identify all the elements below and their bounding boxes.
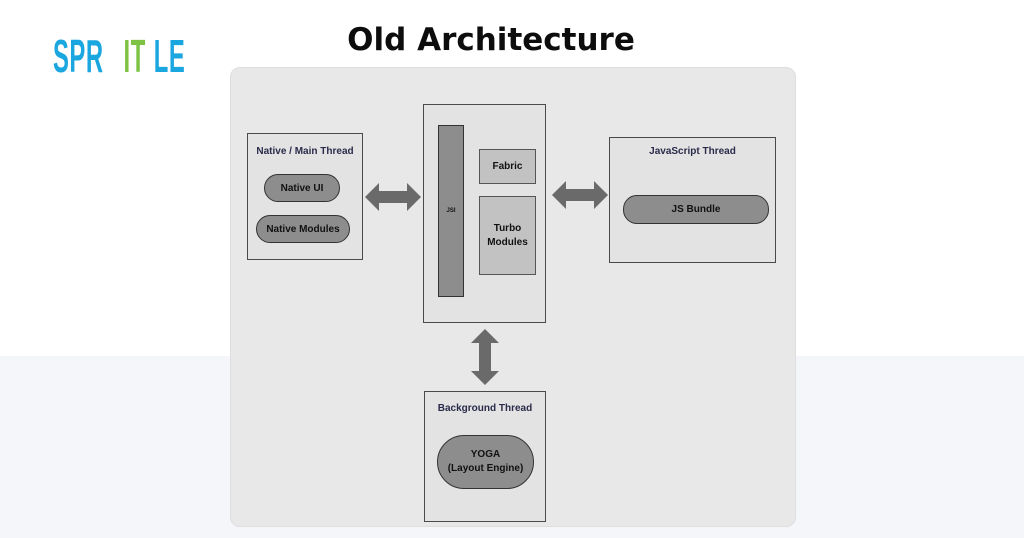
- javascript-thread-box: JavaScript Thread JS Bundle: [609, 137, 776, 263]
- logo-text-part1: SPR: [53, 30, 104, 82]
- yoga-pill: YOGA (Layout Engine): [437, 435, 534, 489]
- logo-text-part2: IT: [123, 30, 146, 82]
- jsi-js-arrow: [552, 181, 608, 209]
- jsi-background-arrow: [471, 329, 499, 385]
- yoga-label: YOGA (Layout Engine): [447, 449, 524, 474]
- turbo-modules-box: Turbo Modules: [479, 196, 536, 275]
- js-bundle-pill: JS Bundle: [623, 195, 769, 224]
- jsi-bar: JSI: [438, 125, 464, 297]
- native-modules-pill: Native Modules: [256, 215, 350, 243]
- native-thread-title: Native / Main Thread: [256, 146, 354, 157]
- jsi-center-box: JSI Fabric Turbo Modules: [423, 104, 546, 323]
- background-thread-box: Background Thread YOGA (Layout Engine): [424, 391, 546, 522]
- logo-text-part3: LE: [154, 30, 186, 82]
- page-title: Old Architecture: [347, 22, 635, 58]
- native-thread-box: Native / Main Thread Native UI Native Mo…: [247, 133, 363, 260]
- javascript-thread-title: JavaScript Thread: [649, 146, 736, 157]
- native-ui-pill: Native UI: [264, 174, 340, 202]
- background-thread-title: Background Thread: [437, 403, 533, 414]
- fabric-box: Fabric: [479, 149, 536, 184]
- turbo-modules-label: Turbo Modules: [487, 222, 528, 248]
- native-jsi-arrow: [365, 183, 421, 211]
